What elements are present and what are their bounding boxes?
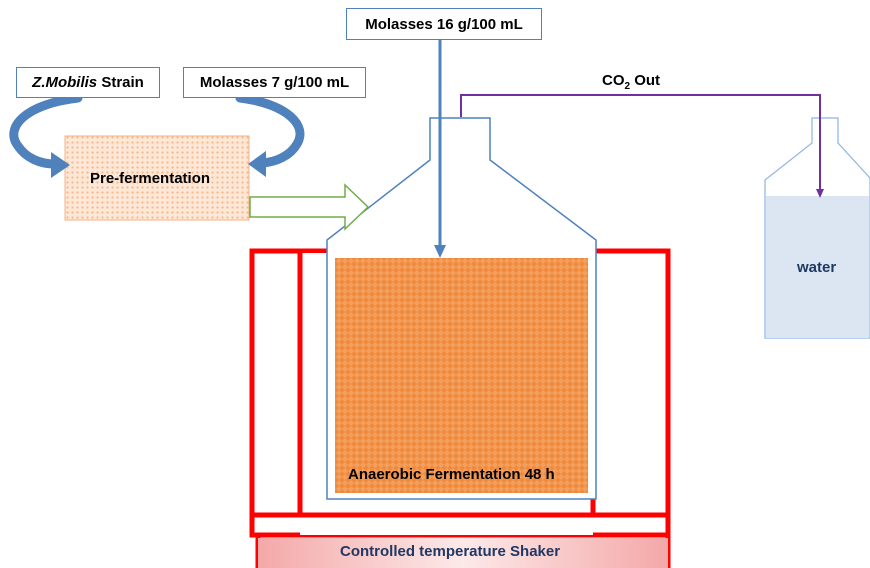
molasses-top-box: Molasses 16 g/100 mL	[346, 8, 542, 40]
co2-suffix: Out	[630, 72, 661, 89]
shaker-base	[258, 538, 668, 568]
co2-subscript: 2	[624, 81, 631, 92]
pre-fermentation-label: Pre-fermentation	[90, 170, 211, 187]
feed-arrowhead	[434, 245, 446, 258]
co2-out-label: CO2 Out	[602, 72, 660, 92]
co2-pipe	[460, 94, 821, 190]
shaker-label: Controlled temperature Shaker	[340, 543, 561, 560]
water-fill	[766, 196, 869, 338]
fermentation-broth	[335, 258, 588, 493]
co2-prefix: CO	[602, 72, 625, 89]
curved-arrow-icon	[235, 93, 305, 177]
anaerobic-label: Anaerobic Fermentation 48 h	[348, 466, 555, 483]
strain-name: Z.Mobilis	[32, 74, 98, 91]
molasses-pre-box: Molasses 7 g/100 mL	[183, 67, 366, 98]
block-arrow-icon	[249, 183, 370, 231]
strain-suffix: Strain	[97, 74, 144, 91]
curved-arrow-icon	[9, 93, 83, 178]
co2-arrowhead	[816, 189, 824, 198]
strain-box: Z.Mobilis Strain	[16, 67, 160, 98]
water-label: water	[797, 259, 837, 276]
pre-fermentation-box	[64, 135, 250, 221]
